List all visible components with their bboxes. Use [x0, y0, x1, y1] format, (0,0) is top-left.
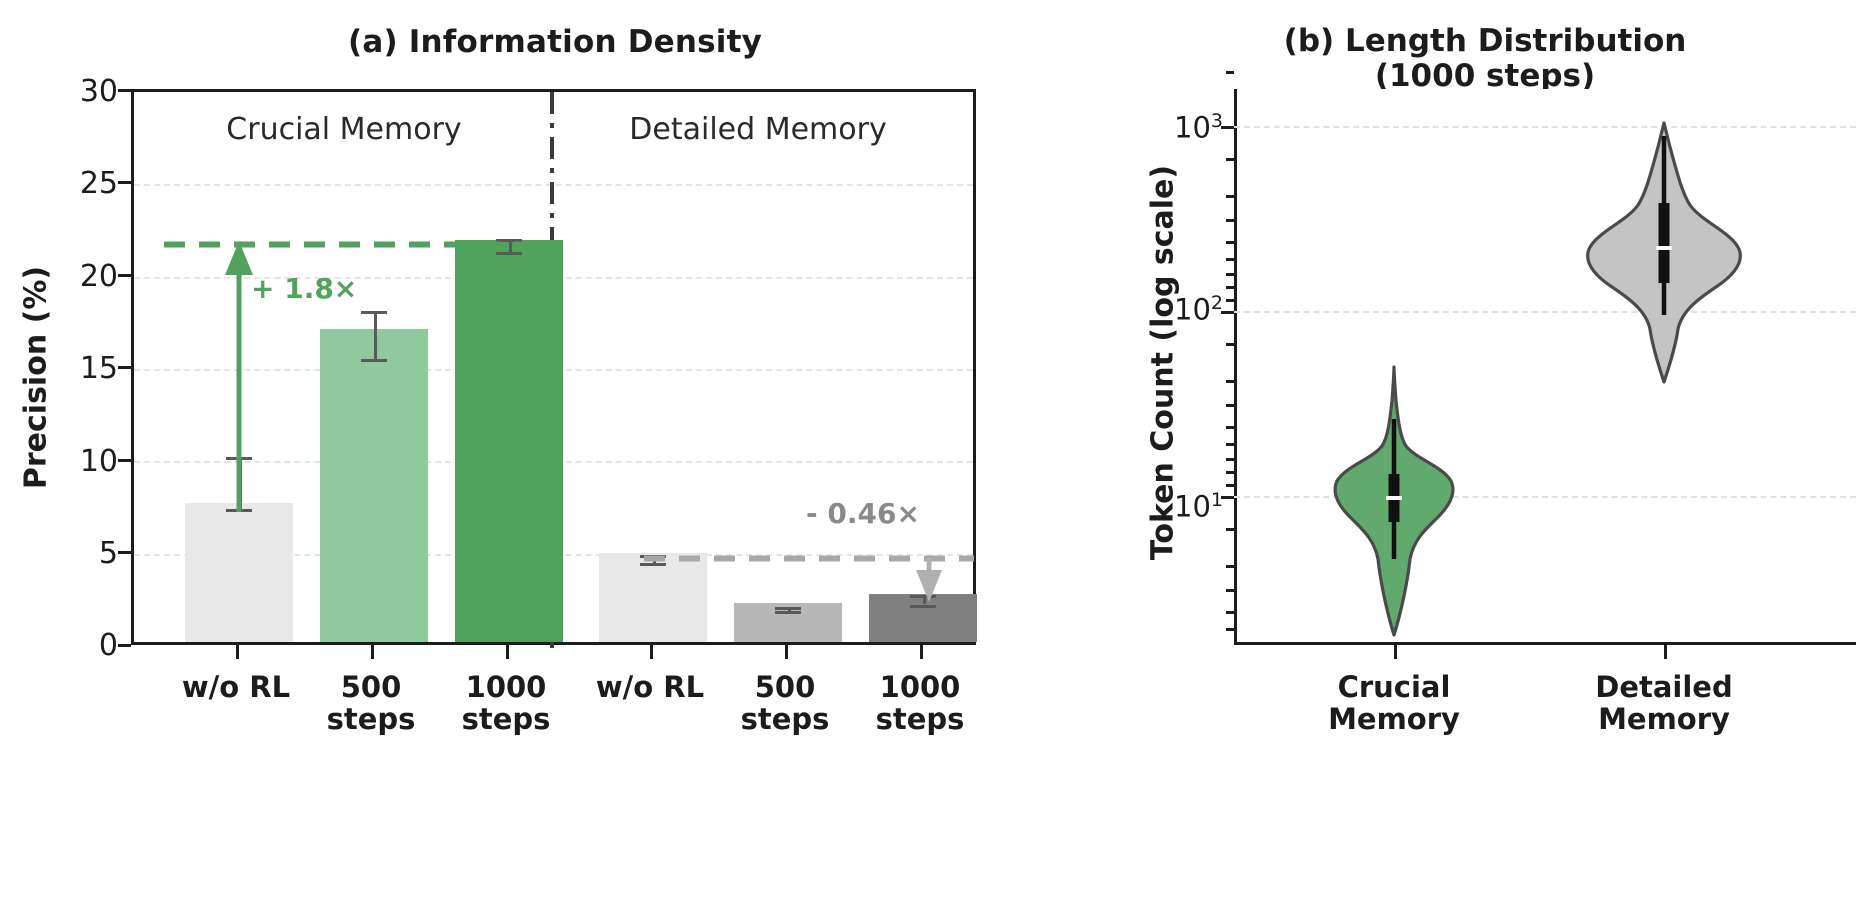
- y-tick-major-1e2: [1221, 311, 1234, 314]
- annotation-decrease: - 0.46×: [806, 497, 920, 530]
- x-label-line2: steps: [461, 702, 551, 737]
- x-label-crucial-wo-rl: w/o RL: [156, 670, 316, 704]
- group-label-crucial-memory: Crucial Memory: [226, 112, 462, 147]
- y-tick-label-5: 5: [98, 536, 118, 571]
- gridline-1e1: [1234, 496, 1856, 498]
- x-tick-6: [920, 645, 923, 659]
- group-label-detailed-memory: Detailed Memory: [629, 112, 887, 147]
- x-label-line2: Memory: [1598, 702, 1730, 737]
- panel-length-distribution: (b) Length Distribution (1000 steps) Tok…: [1105, 0, 1856, 914]
- x-label-detailed-wo-rl: w/o RL: [570, 670, 730, 704]
- y-tick-label-1e3: 103: [1174, 110, 1223, 145]
- y-tick-label-1e2: 102: [1174, 292, 1223, 327]
- panel-b-title-line2: (1000 steps): [1374, 57, 1596, 94]
- bar-crucial-500-steps[interactable]: [320, 328, 428, 642]
- x-tick-crucial: [1394, 645, 1397, 659]
- x-tick-4: [650, 645, 653, 659]
- panel-information-density: (a) Information Density Precision (%) 30…: [19, 24, 1000, 736]
- y-tick-mark-30: [118, 89, 131, 92]
- x-label-detailed-500: 500 steps: [705, 671, 865, 736]
- y-tick-label-30: 30: [79, 74, 118, 109]
- y-tick-label-15: 15: [79, 351, 118, 386]
- panel-b-x-label-detailed: Detailed Memory: [1554, 671, 1774, 736]
- y-tick-mark-25: [118, 181, 131, 184]
- x-tick-5: [785, 645, 788, 659]
- x-label-line1: 500: [340, 670, 402, 704]
- x-tick-detailed: [1664, 645, 1667, 659]
- y-tick-label-1e1: 101: [1174, 489, 1223, 524]
- y-tick-major-1e1: [1221, 496, 1234, 499]
- y-tick-label-20: 20: [79, 259, 118, 294]
- x-label-detailed-1000: 1000 steps: [840, 671, 1000, 736]
- panel-b-y-axis-line: [1234, 89, 1237, 645]
- bar-crucial-wo-rl[interactable]: [185, 503, 293, 642]
- y-tick-major-1e3: [1221, 126, 1234, 129]
- x-label-line1: 500: [754, 670, 816, 704]
- y-tick-mark-0: [118, 644, 131, 647]
- x-label-line2: steps: [326, 702, 416, 737]
- panel-a-plot-area: Crucial Memory Detailed Memory: [131, 89, 977, 648]
- increase-arrow: [225, 241, 253, 512]
- panel-b-x-ticks: [1234, 645, 1856, 659]
- y-tick-mark-15: [118, 366, 131, 369]
- gridline-1e3: [1234, 126, 1856, 128]
- x-label-line1: Crucial: [1337, 670, 1451, 704]
- panel-a-x-ticks: [131, 645, 976, 659]
- violin-detailed-memory[interactable]: [1234, 89, 1856, 645]
- reference-line-detailed: [644, 555, 974, 562]
- panel-b-plot-area: [1221, 71, 1856, 645]
- y-tick-label-0: 0: [98, 628, 118, 663]
- bar-detailed-wo-rl[interactable]: [599, 553, 707, 642]
- y-tick-mark-20: [118, 274, 131, 277]
- y-tick-label-25: 25: [79, 166, 118, 201]
- x-label-line1: 1000: [879, 670, 961, 704]
- panel-a-title: (a) Information Density: [347, 24, 763, 60]
- x-tick-1: [236, 645, 239, 659]
- bar-crucial-1000-steps[interactable]: [455, 239, 563, 642]
- y-tick-mark-5: [118, 551, 131, 554]
- x-label-crucial-1000: 1000 steps: [426, 671, 586, 736]
- panel-b-title-line1: (b) Length Distribution: [1283, 23, 1687, 59]
- x-label-line1: w/o RL: [595, 670, 705, 704]
- reference-line-crucial: [164, 241, 563, 248]
- x-label-line2: steps: [740, 702, 830, 737]
- violin-crucial-memory[interactable]: [1234, 89, 1856, 645]
- x-label-crucial-500: 500 steps: [291, 671, 451, 736]
- x-label-line1: Detailed: [1595, 670, 1733, 704]
- x-tick-2: [371, 645, 374, 659]
- x-label-line1: 1000: [465, 670, 547, 704]
- panel-b-y-axis-label: Token Count (log scale): [1145, 164, 1181, 561]
- y-tick-mark-10: [118, 459, 131, 462]
- x-tick-3: [506, 645, 509, 659]
- panel-b-title: (b) Length Distribution (1000 steps): [1115, 24, 1855, 93]
- decrease-arrow: [916, 558, 942, 602]
- panel-b-x-axis-line: [1234, 642, 1856, 645]
- panel-b-x-label-crucial: Crucial Memory: [1284, 671, 1504, 736]
- x-label-line1: w/o RL: [181, 670, 291, 704]
- gridline-1e2: [1234, 311, 1856, 313]
- annotation-increase: + 1.8×: [251, 272, 358, 305]
- x-label-line2: Memory: [1328, 702, 1460, 737]
- y-tick-label-10: 10: [79, 444, 118, 479]
- x-label-line2: steps: [875, 702, 965, 737]
